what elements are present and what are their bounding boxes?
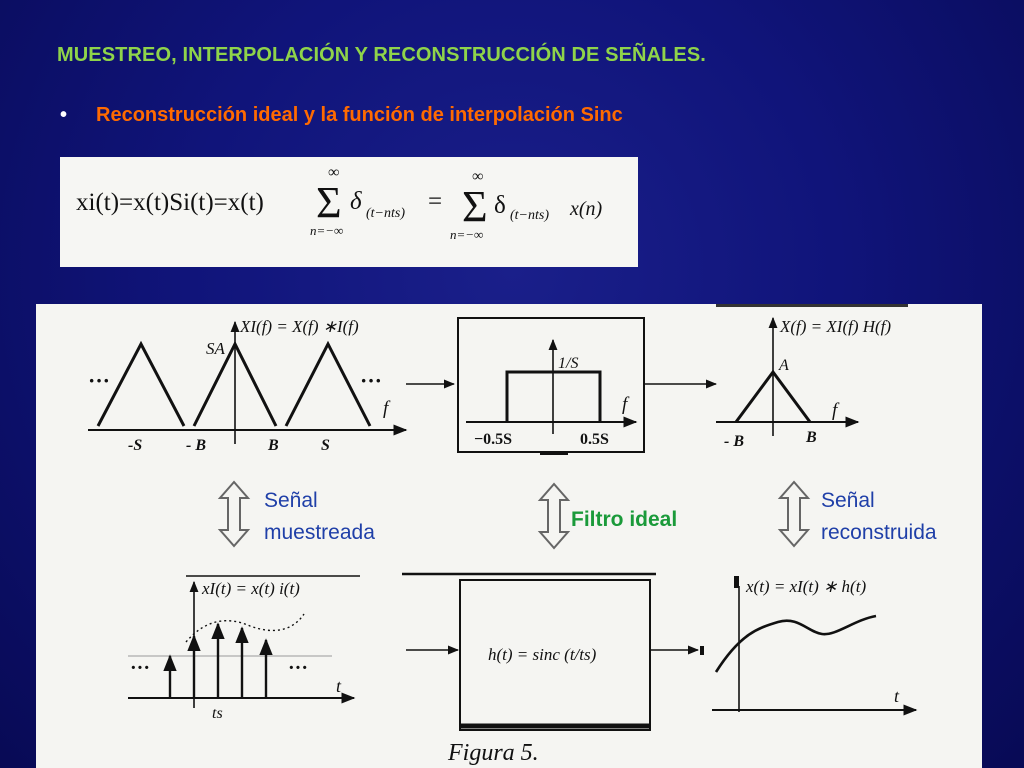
output-marker [700,646,704,655]
filter-time-box [459,579,651,731]
reconstructed-spectrum-plot: X(f) = XI(f) H(f) A f - B B [716,316,891,450]
envelope-dotted [185,613,305,643]
bullet-marker: • [60,104,68,126]
axis-var-t-4: t [336,676,342,696]
caption-sampled-1: Señal [264,489,318,512]
formula-panel: xi(t)=x(t)Si(t)=x(t) ∞ Σ n=−∞ δ (t−nts) … [60,157,638,267]
sample-spacing-label: ts [212,705,223,722]
sampled-spectrum-plot: XI(f) = X(f) ∗I(f) SA ··· ··· f -S - B B… [88,317,408,454]
formula-equals: = [428,188,442,215]
reconstruction-figure: XI(f) = X(f) ∗I(f) SA ··· ··· f -S - B B… [36,304,982,768]
bullet-text: Reconstrucción ideal y la función de int… [96,104,623,126]
tick-b-3: B [805,429,817,446]
reconstructed-spectrum-label: X(f) = XI(f) H(f) [779,317,891,336]
bullet-item: • Reconstrucción ideal y la función de in… [60,104,623,127]
slide-title: MUESTREO, INTERPOLACIÓN Y RECONSTRUCCIÓN… [57,44,706,66]
figure-caption: Figura 5. [447,740,539,766]
sampled-spectrum-label: XI(f) = X(f) ∗I(f) [239,317,359,336]
tick-minus-b-3: - B [724,433,744,450]
top-bar [716,304,908,307]
axis-var-t-6: t [894,686,900,706]
double-arrow-sampled [217,480,251,548]
dots-left-4: ··· [130,657,150,679]
tick-s: S [321,437,330,454]
triangle-response [734,369,812,423]
caption-filter: Filtro ideal [571,508,677,531]
axis-var-f-2: f [622,394,630,415]
sampled-time-plot: xI(t) = x(t) i(t) ··· ··· t ts [128,575,360,722]
caption-reconstructed-2: reconstruida [821,521,937,544]
reconstructed-time-label: x(t) = xI(t) ∗ h(t) [745,577,866,596]
sigma-2: Σ [462,182,488,231]
replica-center [192,340,278,427]
reconstructed-time-plot: x(t) = xI(t) ∗ h(t) t [712,576,918,716]
rect-response [505,370,602,422]
dots-right-4: ··· [288,657,308,679]
tick-minus-b: - B [186,437,206,454]
filter-box [457,317,645,453]
caption-sampled-2: muestreada [264,521,375,544]
peak-label-a: A [778,357,789,374]
sum-lower-2: n=−∞ [450,227,483,242]
ideal-filter-plot: 1/S f −0.5S 0.5S [457,317,645,455]
axis-var-f-3: f [832,400,840,421]
tick-minus-half-s: −0.5S [474,431,512,448]
filter-time-block: h(t) = sinc (t/ts) [402,572,704,731]
delta-sub-2: (t−nts) [510,208,549,223]
dots-right-1: ··· [360,368,382,393]
sum-upper-2: ∞ [472,168,483,185]
delta-1: δ [350,188,362,215]
tick-b: B [267,437,279,454]
double-arrow-filter [537,482,571,550]
x-of-n: x(n) [569,198,603,220]
sampled-time-label: xI(t) = x(t) i(t) [201,579,300,598]
reconstructed-curve [714,614,877,673]
caption-reconstructed-1: Señal [821,489,875,512]
sum-upper-1: ∞ [328,164,339,181]
sum-lower-1: n=−∞ [310,223,343,238]
dots-left-1: ··· [88,368,110,393]
filter-level-label: 1/S [558,355,578,372]
sigma-1: Σ [316,178,342,227]
peak-label-sa: SA [206,339,226,358]
tick-minus-s: -S [128,437,142,454]
replica-right [284,340,372,427]
tick-half-s: 0.5S [580,431,609,448]
delta-2: δ [494,192,506,219]
axis-var-f-1: f [383,398,391,419]
replica-left [96,340,186,427]
filter-time-label: h(t) = sinc (t/ts) [488,645,597,664]
formula-lhs: xi(t)=x(t)Si(t)=x(t) [76,189,264,216]
axis-top-marker-6 [734,576,739,588]
double-arrow-reconstructed [777,480,811,548]
delta-sub-1: (t−nts) [366,206,405,221]
